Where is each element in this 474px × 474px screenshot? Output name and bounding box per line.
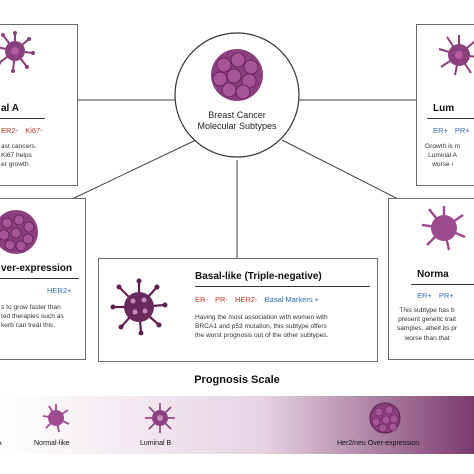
luminal-a-underline — [0, 118, 45, 119]
normal-like-description: This subtype has b present genetic trait… — [397, 307, 458, 342]
scale-label-a: A — [0, 440, 2, 447]
tumor-icon — [211, 49, 263, 101]
her2-title: ver-expression — [1, 263, 73, 274]
basal-like-cell-icon — [110, 278, 168, 336]
scale-label-normal-like: Normal-like — [34, 440, 70, 447]
luminal-b-marker-2: PR+ — [454, 126, 470, 135]
her2-marker-1: HER2+ — [47, 286, 72, 295]
center-node: Breast Cancer Molecular Subtypes — [172, 30, 302, 160]
normal-like-card: Norma ER+ PR+ This subtype has b present… — [388, 198, 474, 360]
scale-luminal-b-icon — [145, 403, 175, 433]
basal-like-description: Having the most association with women w… — [195, 314, 329, 340]
scale-normal-like-icon — [42, 404, 70, 433]
luminal-b-cell-icon — [438, 35, 474, 76]
center-title-line1: Breast Cancer — [208, 110, 266, 120]
luminal-b-markers: ER+ PR+ — [433, 126, 474, 135]
her2-underline — [0, 278, 79, 279]
basal-like-markers: ER- PR- HER2- Basal Markers + — [195, 295, 324, 304]
basal-marker-pr: PR- — [215, 295, 228, 304]
her2-cell-icon — [0, 210, 38, 254]
luminal-a-description: ast cancers. Ki67 helps er growth. — [1, 143, 37, 169]
normal-like-cell-icon — [421, 206, 466, 251]
luminal-b-card: Lum ER+ PR+ Growth is m Luminal A worse … — [416, 24, 474, 186]
basal-like-title: Basal-like (Triple-negative) — [195, 271, 322, 282]
luminal-b-marker-1: ER+ — [433, 126, 448, 135]
basal-marker-basal: Basal Markers + — [264, 295, 320, 304]
scale-label-her2: Her2/neu Over-expression — [337, 440, 420, 447]
her2-description: s to grow faster than ted therapies such… — [1, 304, 64, 330]
scale-her2-icon — [369, 402, 401, 434]
luminal-b-underline — [427, 118, 474, 119]
center-circle — [174, 32, 300, 158]
her2-card: ver-expression HER2+ s to grow faster th… — [0, 198, 86, 360]
center-title-line2: Molecular Subtypes — [197, 121, 277, 131]
normal-like-marker-1: ER+ — [417, 291, 432, 300]
basal-marker-er: ER- — [195, 295, 208, 304]
luminal-a-markers: ER2- Ki67- — [1, 126, 48, 135]
basal-like-underline — [195, 286, 370, 287]
basal-marker-her2: HER2- — [235, 295, 258, 304]
luminal-a-title: al A — [1, 103, 19, 114]
normal-like-title: Norma — [417, 269, 449, 280]
scale-label-luminal-b: Luminal B — [140, 440, 172, 447]
normal-like-markers: ER+ PR+ — [417, 291, 459, 300]
luminal-b-description: Growth is m Luminal A worse i — [425, 143, 461, 169]
luminal-b-title: Lum — [433, 103, 455, 114]
prognosis-scale-title: Prognosis Scale — [194, 374, 280, 386]
her2-markers: HER2+ — [47, 286, 76, 295]
prognosis-scale-bar — [0, 396, 474, 454]
basal-like-card: Basal-like (Triple-negative) ER- PR- HER… — [98, 258, 378, 362]
normal-like-marker-2: PR+ — [438, 291, 454, 300]
luminal-a-card: al A ER2- Ki67- ast cancers. Ki67 helps … — [0, 24, 78, 186]
luminal-a-marker-2: Ki67- — [25, 126, 43, 135]
luminal-a-cell-icon — [0, 31, 35, 73]
normal-like-underline — [411, 284, 474, 285]
luminal-a-marker-1: ER2- — [1, 126, 19, 135]
